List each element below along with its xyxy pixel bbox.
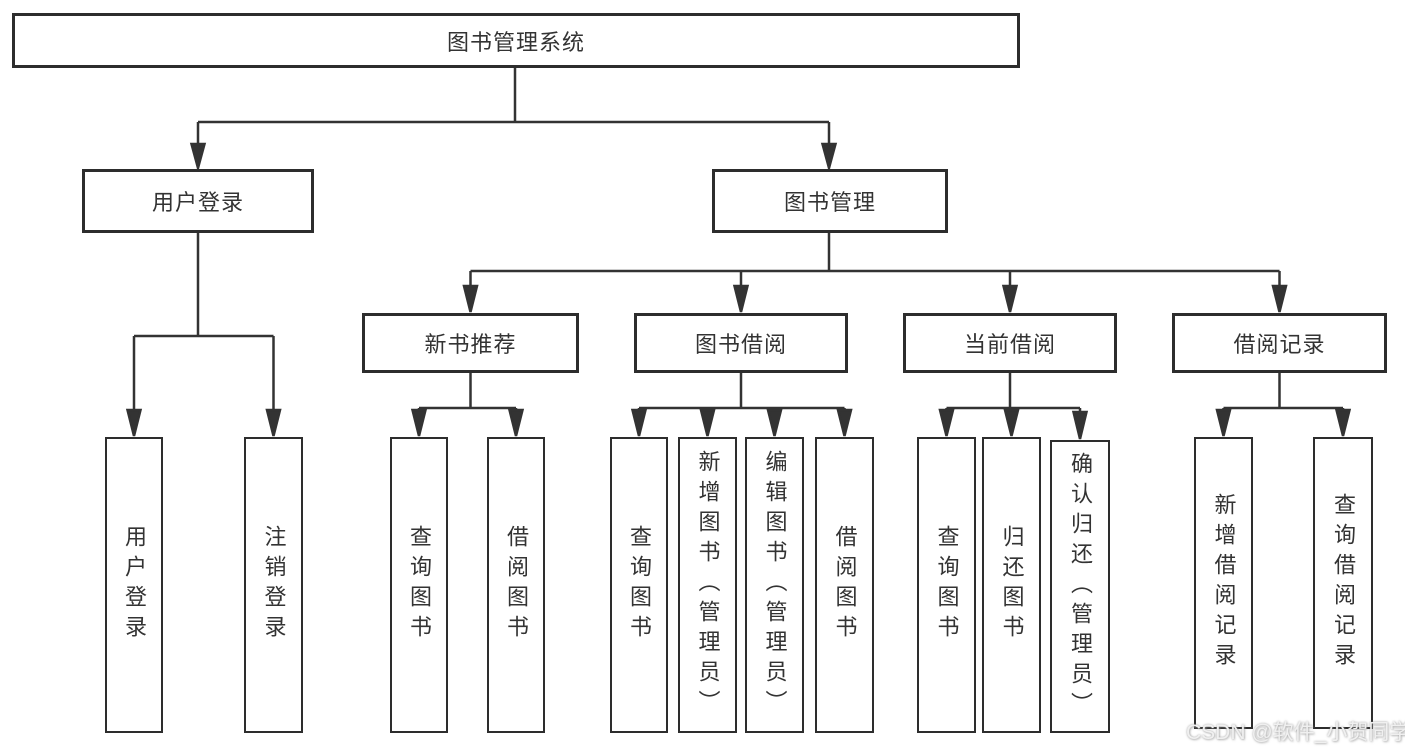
- node-book-management: 图书管理: [712, 169, 948, 233]
- leaf-add-borrow-record: 新增借阅记录: [1194, 437, 1253, 729]
- node-borrow-records: 借阅记录: [1172, 313, 1387, 373]
- node-new-book-recommend: 新书推荐: [362, 313, 579, 373]
- node-borrow-records-label: 借阅记录: [1233, 332, 1326, 357]
- node-book-borrow: 图书借阅: [634, 313, 848, 373]
- arrowhead: [1271, 284, 1288, 313]
- node-book-management-label: 图书管理: [783, 190, 876, 215]
- leaf-query-borrow-record: 查询借阅记录: [1313, 437, 1373, 729]
- node-user-login-label: 用户登录: [151, 190, 244, 215]
- arrowhead: [189, 142, 207, 173]
- leaf-logout: 注销登录: [244, 437, 303, 733]
- node-new-book-recommend-label: 新书推荐: [424, 332, 517, 357]
- arrowhead: [1003, 408, 1020, 437]
- arrowhead: [732, 284, 750, 313]
- arrowhead: [265, 408, 282, 437]
- node-current-borrow-label: 当前借阅: [963, 332, 1056, 357]
- leaf-add-books-admin: 新增图书（管理员）: [678, 437, 737, 733]
- leaf-label: 注销登录: [261, 525, 287, 645]
- node-root-label: 图书管理系统: [446, 29, 585, 55]
- connector-borrow-records-to-leaves: [1215, 373, 1352, 437]
- node-current-borrow: 当前借阅: [903, 313, 1117, 373]
- leaf-confirm-return-admin: 确认归还（管理员）: [1050, 440, 1110, 733]
- connector-new-books-to-leaves: [410, 373, 525, 437]
- leaf-return-books: 归还图书: [982, 437, 1041, 733]
- leaf-query-books-3: 查询图书: [917, 437, 976, 733]
- connector-book-mgmt-to-level3: [462, 233, 1288, 313]
- leaf-query-books-2: 查询图书: [610, 437, 668, 733]
- arrowhead: [938, 408, 955, 437]
- leaf-borrow-books-2: 借阅图书: [815, 437, 874, 733]
- leaf-label: 确认归还（管理员）: [1068, 451, 1093, 722]
- leaf-label: 查询图书: [407, 525, 432, 645]
- arrowhead: [766, 408, 783, 437]
- leaf-label: 查询借阅记录: [1331, 493, 1356, 673]
- leaf-label: 归还图书: [999, 525, 1025, 645]
- arrowhead: [1334, 408, 1352, 437]
- arrowhead: [1001, 284, 1019, 313]
- arrowhead: [836, 408, 853, 437]
- leaf-label: 用户登录: [122, 525, 147, 645]
- arrowhead: [410, 408, 428, 437]
- arrowhead: [1215, 408, 1232, 437]
- leaf-label: 借阅图书: [832, 525, 858, 645]
- connector-book-borrow-to-leaves: [630, 373, 853, 437]
- leaf-label: 查询图书: [627, 525, 652, 645]
- leaf-borrow-books-1: 借阅图书: [487, 437, 545, 733]
- node-user-login: 用户登录: [82, 169, 314, 233]
- node-book-borrow-label: 图书借阅: [694, 332, 787, 357]
- node-root: 图书管理系统: [12, 13, 1020, 68]
- arrowhead: [507, 408, 525, 437]
- leaf-query-books-1: 查询图书: [390, 437, 448, 733]
- leaf-edit-books-admin: 编辑图书（管理员）: [745, 437, 804, 733]
- connector-root-to-level2: [189, 68, 838, 173]
- arrowhead: [630, 408, 648, 437]
- leaf-user-login: 用户登录: [105, 437, 163, 733]
- leaf-label: 查询图书: [934, 525, 960, 645]
- arrowhead: [820, 142, 838, 173]
- arrowhead: [699, 408, 716, 437]
- leaf-label: 编辑图书（管理员）: [762, 450, 788, 720]
- leaf-label: 新增图书（管理员）: [695, 450, 721, 720]
- arrowhead: [1071, 410, 1089, 440]
- leaf-label: 新增借阅记录: [1211, 493, 1237, 673]
- arrowhead: [125, 408, 143, 437]
- connector-current-borrow-to-leaves: [938, 373, 1089, 440]
- arrowhead: [462, 284, 479, 313]
- watermark: CSDN @软件_小贺同学: [1186, 721, 1405, 744]
- leaf-label: 借阅图书: [504, 525, 529, 645]
- connector-user-login-to-leaves: [125, 233, 282, 437]
